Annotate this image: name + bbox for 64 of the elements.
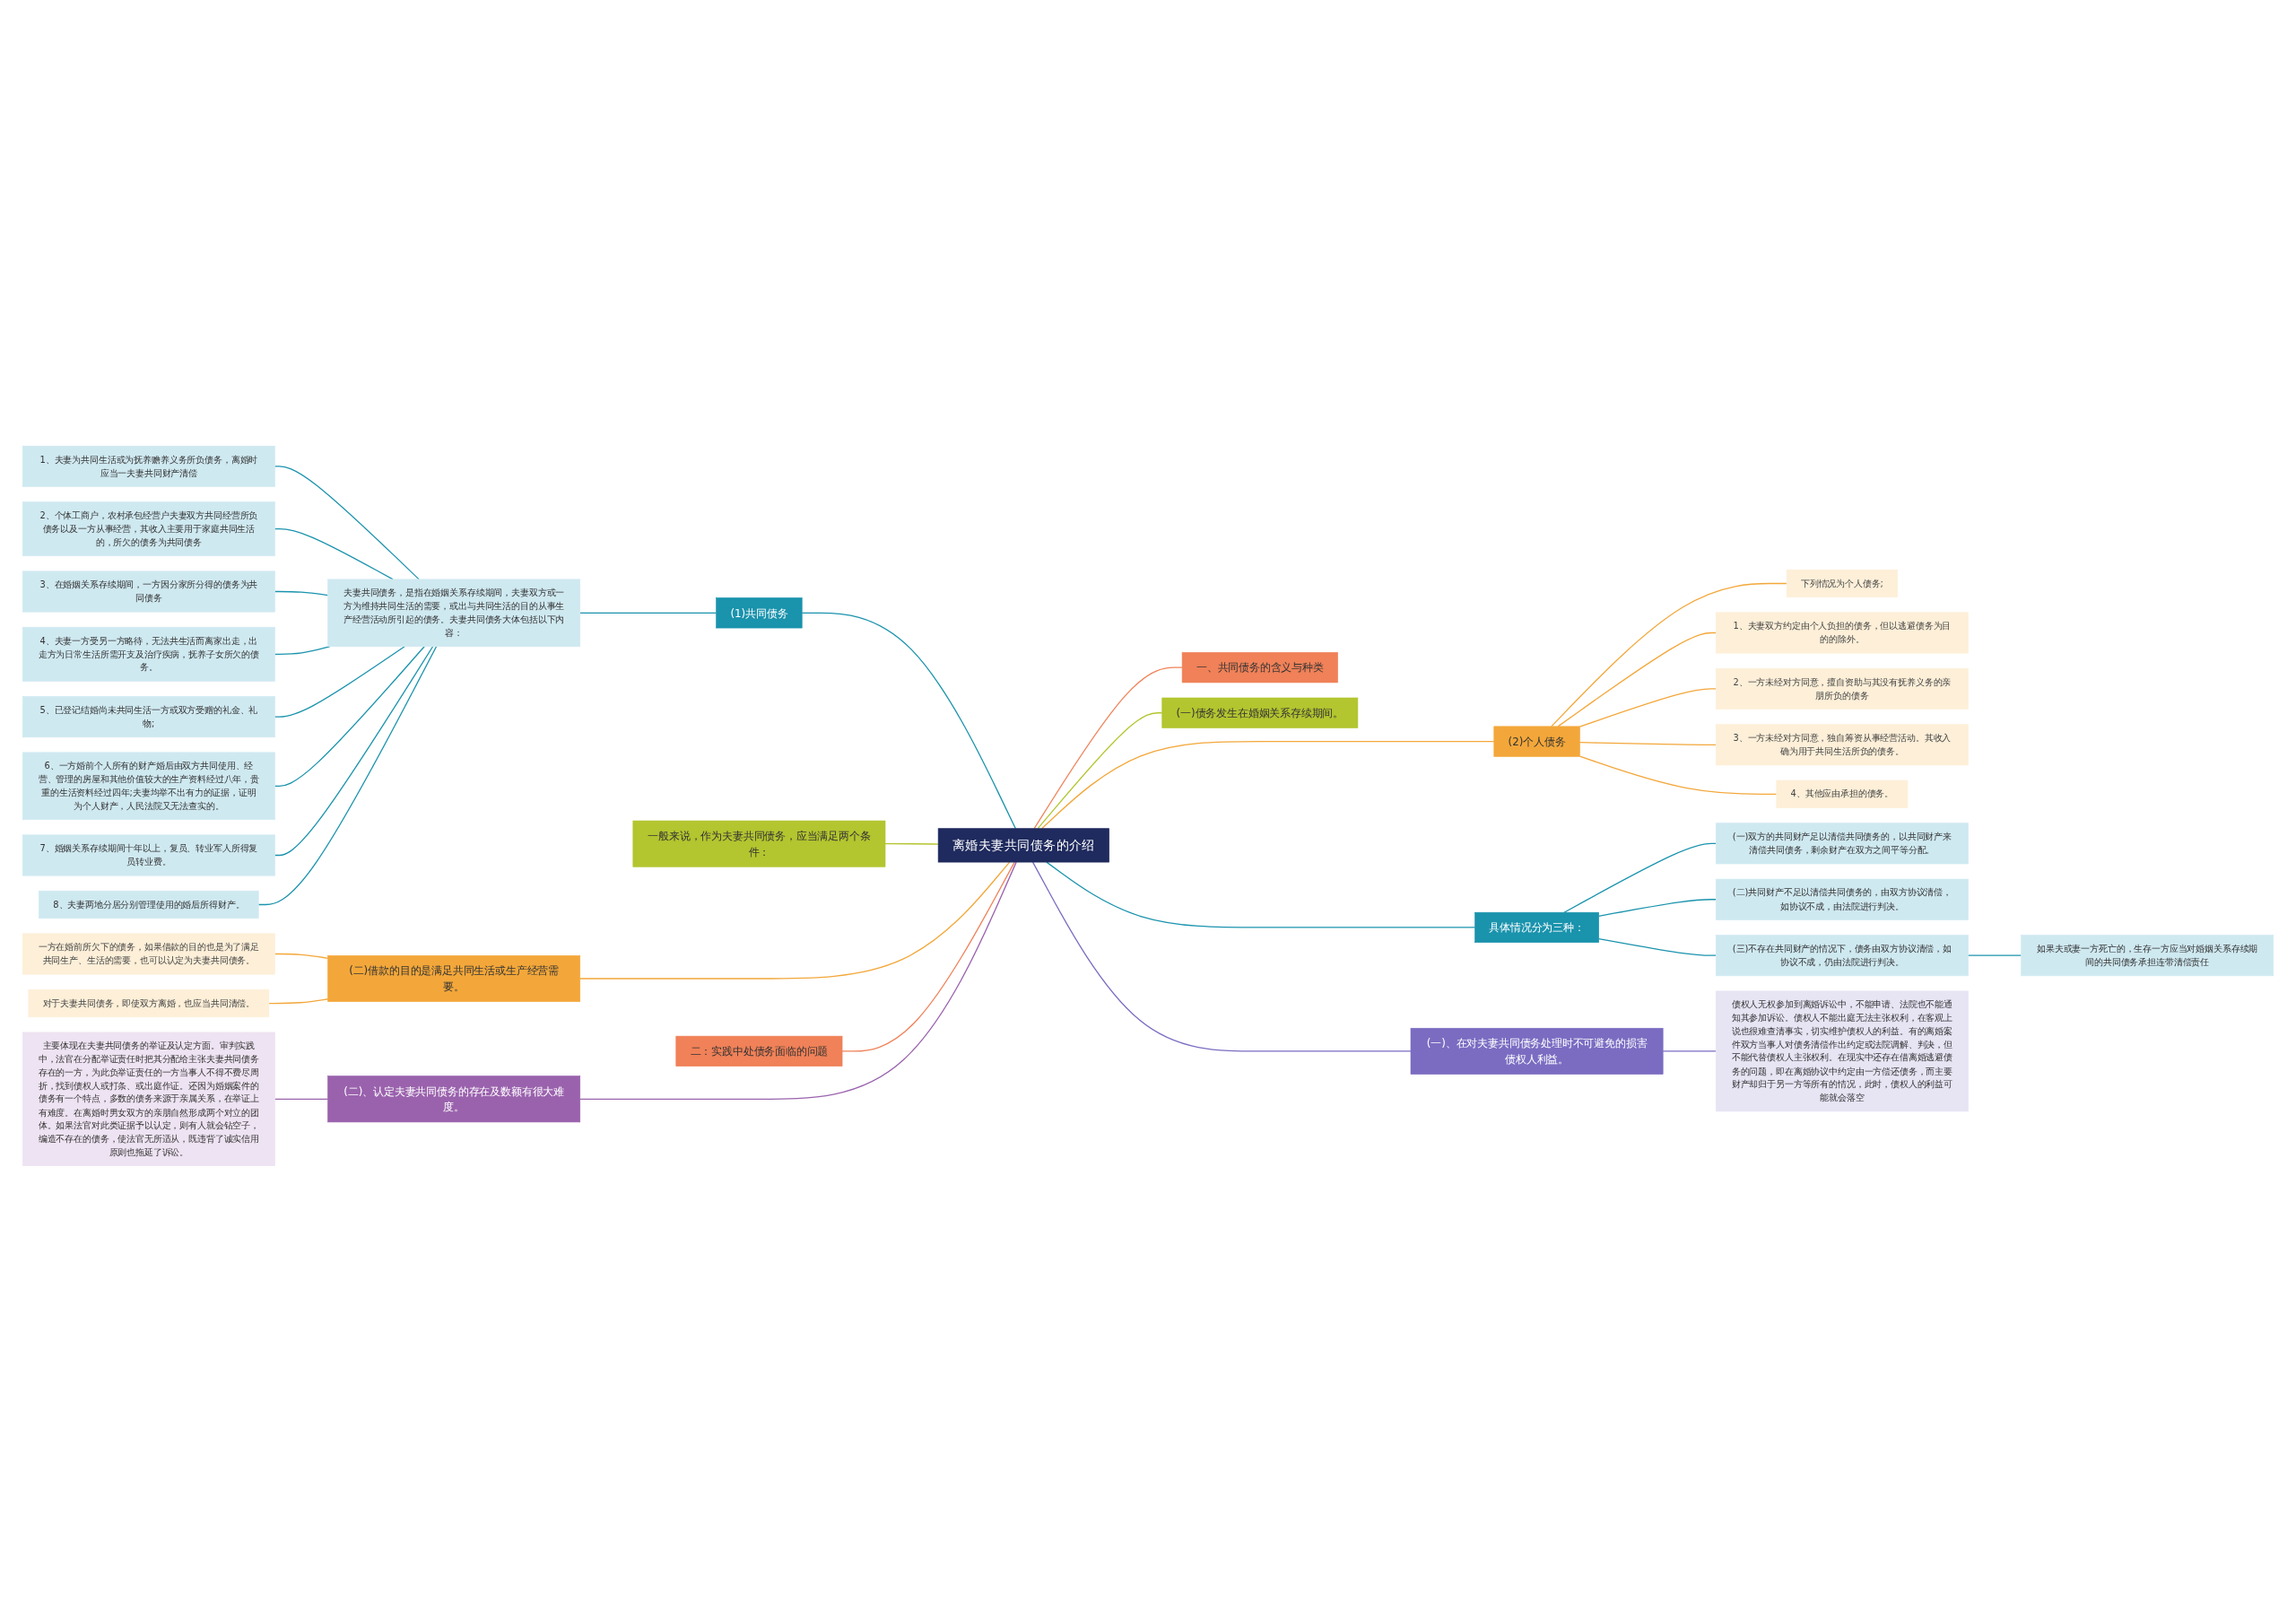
connector [274, 645, 425, 787]
connector [274, 645, 405, 718]
node-box: 夫妻共同债务，是指在婚姻关系存续期间，夫妻双方或一方为维持共同生活的需要，或出与共同生活的目的从事生产经营活动所引起的债务。夫妻共同债务大体包括以下内容： [327, 579, 581, 647]
connector [841, 861, 1015, 1052]
node-box: 5、已登记结婚尚未共同生活一方或双方受赠的礼金、礼物; [22, 695, 275, 737]
connector [1557, 631, 1717, 727]
connector [274, 645, 434, 856]
node-box: 一方在婚前所欠下的债务，如果借款的目的也是为了满足共同生产、生活的需要，也可以认定为夫妻共同债务。 [22, 933, 275, 975]
node-box: 二：实践中处债务面临的问题 [675, 1035, 843, 1067]
node-box: 主要体现在夫妻共同债务的举证及认定方面。审判实践中，法官在分配举证责任时把其分配给主张夫妻共同债务存在的一方，为此负举证责任的一方当事人不得不费尽周折，找到债权人或打条、或出庭作证。还因为婚姻案件的债务有一个特点，多数的债务来源于亲属关系，在举证上有难度。在离婚时男女双方的亲朋自然形成两个对立的团体。如果法官对此类证据予以认定，则有人就会钻空子，编造不存在的债务，使法官无所适从，既违背了诚实信用原则也拖延了诉讼。 [22, 1032, 275, 1166]
node-box: (二)、认定夫妻共同债务的存在及数额有很大难度。 [327, 1075, 581, 1122]
node-box: 一般来说，作为夫妻共同债务，应当满足两个条件： [632, 820, 886, 867]
node-box: 7、婚姻关系存续期间十年以上，复员、转业军人所得复员转业费。 [22, 834, 275, 875]
node-box: 2、一方未经对方同意，擅自资助与其没有抚养义务的亲朋所负的债务 [1715, 667, 1969, 710]
connector [579, 861, 1017, 1100]
connector [274, 590, 329, 596]
connector [1967, 954, 2022, 956]
connector [1551, 582, 1787, 727]
node-box: 下列情况为个人债务; [1786, 569, 1898, 597]
connector [884, 842, 939, 845]
node-box: 3、一方未经对方同意，独自筹资从事经营活动。其收入确为用于共同生活所负的债务。 [1715, 723, 1969, 765]
node-box: (一)债务发生在婚姻关系存续期间。 [1161, 697, 1359, 728]
node-box: 4、夫妻一方受另一方略待，无法共生活而离家出走，出走方为日常生活所需开支及治疗疾病，抚养子女所欠的债务。 [22, 626, 275, 682]
connector [1578, 687, 1717, 727]
node-box: 离婚夫妻共同债务的介绍 [937, 827, 1109, 862]
connector [274, 953, 329, 959]
connector [268, 997, 329, 1004]
node-box: 一、共同债务的含义与种类 [1181, 651, 1338, 683]
node-box: 具体情况分为三种： [1474, 911, 1599, 943]
node-box: 3、在婚姻关系存续期间，一方因分家所分得的债务为共同债务 [22, 570, 275, 613]
connector [1597, 937, 1717, 956]
node-box: (一)双方的共同财产足以清偿共同债务的，以共同财产来清偿共同债务，剩余财产在双方之间平等分配。 [1715, 822, 1969, 864]
node-box: 4、其他应由承担的债务。 [1776, 779, 1909, 808]
connector [1040, 740, 1495, 829]
connector [1033, 666, 1183, 829]
connector [579, 612, 718, 614]
node-box: 6、一方婚前个人所有的财产婚后由双方共同使用、经营、管理的房屋和其他价值较大的生产资料经过八年，贵重的生活资料经过四年;夫妻均举不出有力的证据，证明为个人财产，人民法院又无法查实的。 [22, 752, 275, 820]
node-box: 2、个体工商户，农村承包经营户夫妻双方共同经营所负债务以及一方从事经营，其收入主要用于家庭共同生活的，所欠的债务为共同债务 [22, 501, 275, 556]
connector [801, 612, 1016, 829]
connector [274, 1098, 329, 1100]
node-box: (一)、在对夫妻共同债务处理时不可避免的损害债权人利益。 [1410, 1027, 1664, 1075]
node-box: 如果夫或妻一方死亡的，生存一方应当对婚姻关系存续期间的共同债务承担连带清偿责任 [2021, 934, 2274, 976]
connector [1597, 898, 1717, 917]
connector [274, 645, 331, 655]
node-box: 1、夫妻为共同生活或为抚养赡养义务所负债务，离婚时应当一夫妻共同财产清偿 [22, 445, 275, 487]
node-box: 1、夫妻双方约定由个人负担的债务，但以逃避债务为目的的除外。 [1715, 612, 1969, 654]
connector [1046, 861, 1476, 928]
connector [579, 861, 1011, 980]
connector [274, 527, 394, 580]
node-box: (二)共同财产不足以清偿共同债务的，由双方协议清偿，如协议不成，由法院进行判决。 [1715, 878, 1969, 920]
connector [274, 465, 420, 580]
node-box: (2)个人债务 [1493, 726, 1580, 757]
connector [1031, 861, 1412, 1052]
node-box: (三)不存在共同财产的情况下，债务由双方协议清偿，如协议不成，仍由法院进行判决。 [1715, 934, 1969, 976]
connector [257, 645, 438, 905]
connector [1578, 755, 1778, 795]
node-box: 债权人无权参加到离婚诉讼中，不能申请、法院也不能通知其参加诉讼。债权人不能出庭无法主张权利，在客观上说也很难查清事实，切实维护债权人的利益。有的离婚案件双方当事人对债务清偿作出约定或法院调解、判决，但不能代替债权人主张权利。在现实中还存在借离婚逃避债务的问题，即在离婚协议中约定由一方偿还债务，而主要财产却归于另一方等所有的情况，此时，债权人的利益可能就会落空 [1715, 990, 1969, 1111]
node-box: (二)借款的目的是满足共同生活或生产经营需要。 [327, 954, 581, 1002]
connector [1578, 741, 1717, 745]
node-box: (1)共同债务 [716, 597, 803, 628]
connector [1037, 711, 1163, 829]
connector [1662, 1049, 1717, 1052]
node-box: 8、夫妻两地分居分别管理使用的婚后所得财产。 [39, 890, 259, 919]
node-box: 对于夫妻共同债务，即使双方离婚，也应当共同清偿。 [28, 988, 270, 1017]
